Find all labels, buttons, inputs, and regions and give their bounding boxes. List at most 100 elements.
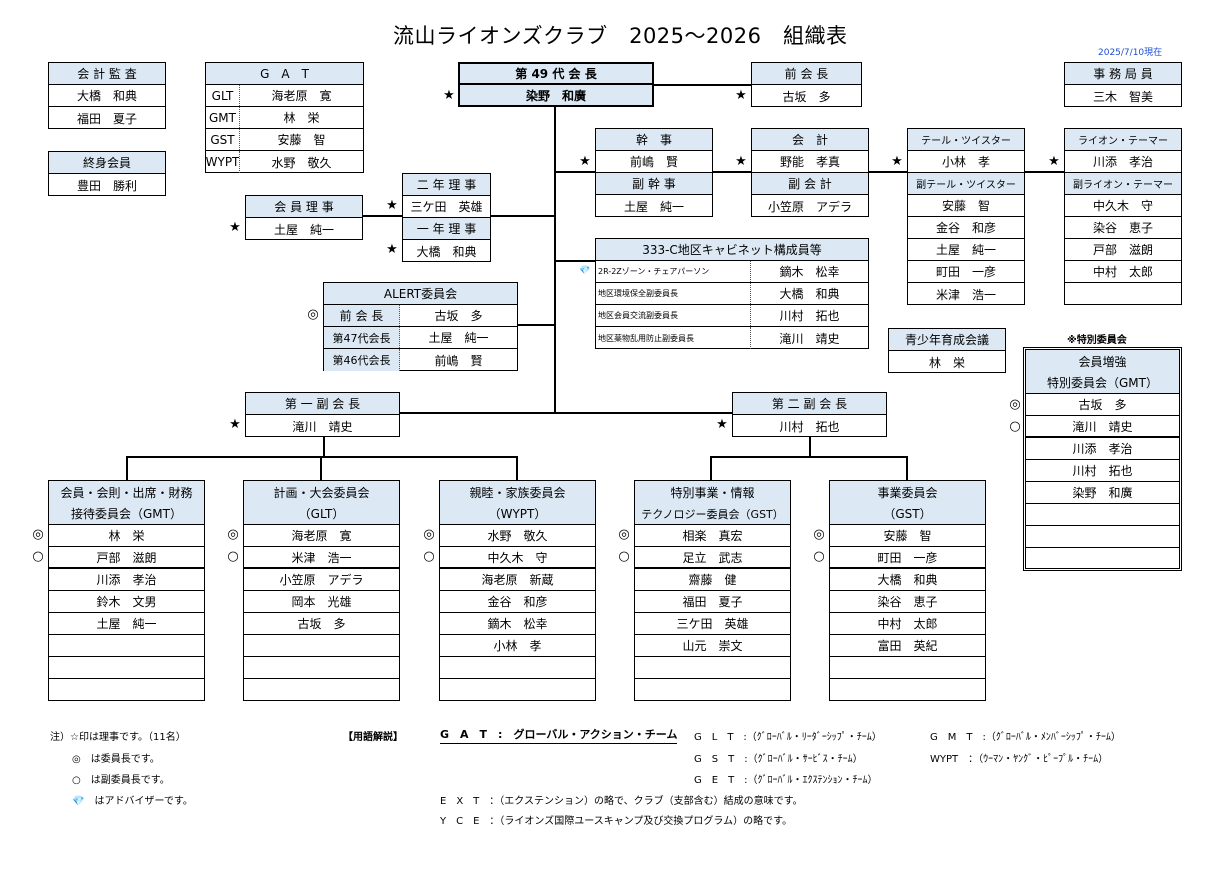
committee-header: 計画・大会委員会 xyxy=(244,481,399,503)
vice-chair-circle-icon: ○ xyxy=(423,549,435,564)
vp1-name: 滝川 靖史 xyxy=(292,419,353,434)
committee-member: 相楽 真宏 xyxy=(635,525,790,547)
as-of-date: 2025/7/10現在 xyxy=(1098,48,1163,58)
committee-member: 大橋 和典 xyxy=(830,569,985,591)
committee-member xyxy=(244,679,399,701)
committee-header: 親睦・家族委員会 xyxy=(440,481,595,503)
second-year-name: 三ケ田 英雄 xyxy=(403,196,490,218)
committee-member xyxy=(635,657,790,679)
committee-member: 小林 孝 xyxy=(440,635,595,657)
audit-member: 大橋 和典 xyxy=(49,85,165,107)
alert-role: 第46代会長 xyxy=(324,349,400,371)
vice-lion-tamer-member xyxy=(1065,283,1181,305)
connector-line xyxy=(906,456,908,480)
committee-member: 町田 一彦 xyxy=(830,547,985,569)
alert-row: 第46代会長 前嶋 賢 xyxy=(324,349,517,371)
connector-line xyxy=(710,456,908,458)
president-header: 第 49 代 会 長 xyxy=(460,64,652,85)
chair-double-circle-icon: ◎ xyxy=(618,527,630,542)
glossary-get: G E T :（ｸﾞﾛｰﾊﾞﾙ・ｴｸｽﾃﾝｼｮﾝ・ﾁｰﾑ） xyxy=(694,775,878,786)
connector-line xyxy=(653,84,751,86)
connector-line xyxy=(126,456,518,458)
committee-header: 特別事業・情報 xyxy=(635,481,790,503)
committee-box: 会員・会則・出席・財務 接待委員会（GMT） 林 栄 戸部 滋朗 川添 孝治 鈴… xyxy=(48,480,205,701)
connector-line xyxy=(126,456,128,480)
connector-line xyxy=(323,436,325,456)
membership-director-header: 会 員 理 事 xyxy=(246,196,362,218)
committee-box: 事業委員会 （GST） 安藤 智 町田 一彦 大橋 和典 染谷 恵子 中村 太郎… xyxy=(829,480,986,701)
vice-secretary-header: 副 幹 事 xyxy=(596,173,712,195)
committee-member: 古坂 多 xyxy=(244,613,399,635)
lifetime-member: 豊田 勝利 xyxy=(76,178,137,193)
treasurer-box: 会 計 野能 孝真 副 会 計 小笠原 アデラ xyxy=(751,128,869,217)
special-member: 染野 和廣 xyxy=(1026,482,1179,504)
committee-header: 事業委員会 xyxy=(830,481,985,503)
gat-name: 海老原 寛 xyxy=(271,89,332,103)
gat-name: 水野 敬久 xyxy=(271,155,332,170)
committee-member: 足立 武志 xyxy=(635,547,790,569)
connector-line xyxy=(809,436,811,456)
secretary-name: 前嶋 賢 xyxy=(596,151,712,173)
cabinet-role: 地区環境保全副委員長 xyxy=(596,283,751,304)
gat-label: GLT xyxy=(206,85,240,106)
vp2-header: 第 二 副 会 長 xyxy=(733,393,886,415)
committee-member xyxy=(49,635,204,657)
vice-chair-circle-icon: ○ xyxy=(618,549,630,564)
lion-tamer-header: ライオン・テーマー xyxy=(1065,129,1181,151)
alert-row: 前 会 長古坂 多 xyxy=(324,305,517,327)
committee-box: 特別事業・情報 テクノロジー委員会（GST） 相楽 真宏 足立 武志 齋藤 健 … xyxy=(634,480,791,701)
first-year-name: 大橋 和典 xyxy=(416,244,477,259)
treasurer-header: 会 計 xyxy=(752,129,868,151)
director-star-icon: ★ xyxy=(716,417,728,432)
lifetime-box: 終身会員 豊田 勝利 xyxy=(48,151,166,196)
chair-double-circle-icon: ◎ xyxy=(423,527,435,542)
committee-member: 海老原 新蔵 xyxy=(440,569,595,591)
connector-line xyxy=(490,215,555,217)
connector-line xyxy=(516,456,518,480)
committee-member: 川添 孝治 xyxy=(49,569,204,591)
past-president-name: 古坂 多 xyxy=(782,89,831,104)
gat-name: 林 栄 xyxy=(283,111,320,125)
vice-tail-twister-member: 土屋 純一 xyxy=(908,239,1024,261)
special-committee-box: 会員増強 特別委員会（GMT） 古坂 多 滝川 靖史 川添 孝治 川村 拓也 染… xyxy=(1023,347,1182,571)
committee-member: 齋藤 健 xyxy=(635,569,790,591)
special-member: 滝川 靖史 xyxy=(1026,416,1179,438)
vp2-name: 川村 拓也 xyxy=(779,419,840,434)
chair-double-circle-icon: ◎ xyxy=(1009,397,1021,412)
special-header: 会員増強 xyxy=(1026,350,1179,372)
gat-label: GMT xyxy=(206,107,240,128)
glossary-yce: Y C E ：（ライオンズ国際ユースキャンプ及び交換プログラム）の略です。 xyxy=(440,816,793,827)
connector-line xyxy=(555,260,595,262)
cabinet-role: 2R-2Zゾーン・チェアパーソン xyxy=(596,261,751,282)
vice-lion-tamer-member: 戸部 滋朗 xyxy=(1065,239,1181,261)
committee-header: （GST） xyxy=(830,503,985,525)
cabinet-header: 333-C地区キャビネット構成員等 xyxy=(596,239,868,261)
vice-lion-tamer-header: 副ライオン・テーマー xyxy=(1065,173,1181,195)
committee-member: 金谷 和彦 xyxy=(440,591,595,613)
lion-tamer-box: ライオン・テーマー 川添 孝治 副ライオン・テーマー 中久木 守 染谷 恵子 戸… xyxy=(1064,128,1182,305)
committee-member xyxy=(440,657,595,679)
special-member: 古坂 多 xyxy=(1026,394,1179,416)
vice-lion-tamer-member: 中村 太郎 xyxy=(1065,261,1181,283)
second-year-header: 二 年 理 事 xyxy=(403,174,490,196)
cabinet-row: 地区環境保全副委員長大橋 和典 xyxy=(596,283,868,305)
cabinet-row: 2R-2Zゾーン・チェアパーソン鏑木 松幸 xyxy=(596,261,868,283)
glossary-gst: G S T :（ｸﾞﾛｰﾊﾞﾙ・ｻｰﾋﾞｽ・ﾁｰﾑ） xyxy=(694,754,863,765)
secretary-header: 幹 事 xyxy=(596,129,712,151)
vice-lion-tamer-member: 染谷 恵子 xyxy=(1065,217,1181,239)
alert-header: ALERT委員会 xyxy=(324,283,517,305)
director-star-icon: ★ xyxy=(579,154,591,169)
committee-member xyxy=(244,635,399,657)
committee-member xyxy=(49,657,204,679)
committee-member: 中村 太郎 xyxy=(830,613,985,635)
director-star-icon: ★ xyxy=(891,154,903,169)
committee-member xyxy=(49,679,204,701)
youth-box: 青少年育成会議 林 栄 xyxy=(888,328,1006,373)
vice-tail-twister-member: 金谷 和彦 xyxy=(908,217,1024,239)
special-member: 川村 拓也 xyxy=(1026,460,1179,482)
page-title: 流山ライオンズクラブ 2025～2026 組織表 xyxy=(393,24,848,48)
alert-name: 前嶋 賢 xyxy=(434,353,483,368)
committee-member: 土屋 純一 xyxy=(49,613,204,635)
past-president-box: 前 会 長 古坂 多 xyxy=(751,62,862,107)
